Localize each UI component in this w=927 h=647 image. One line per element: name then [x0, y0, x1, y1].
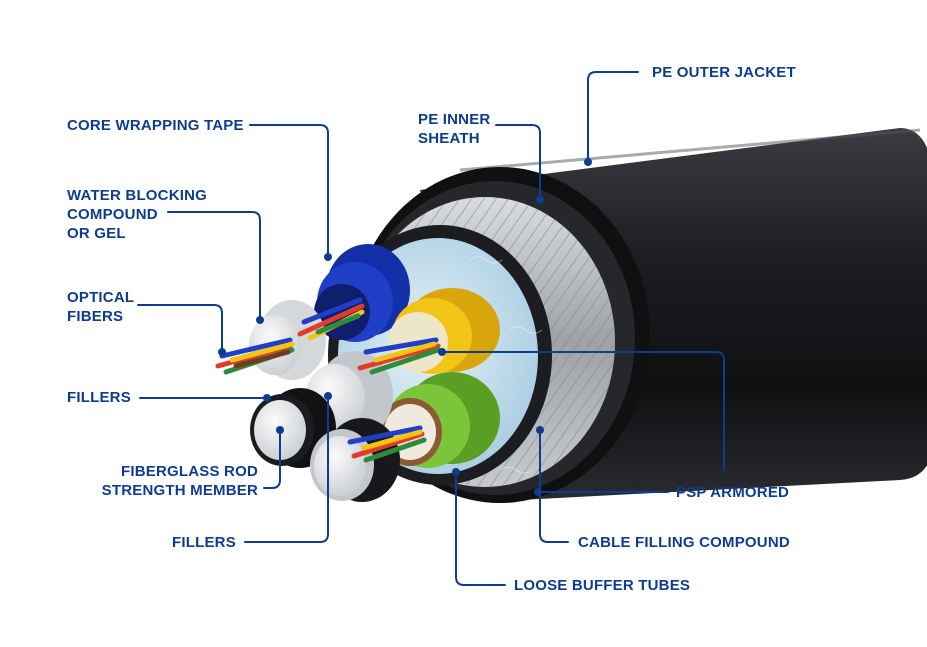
- label-core-wrapping-tape: CORE WRAPPING TAPE: [67, 117, 244, 134]
- label-fillers-top: FILLERS: [67, 389, 131, 406]
- label-water-blocking: WATER BLOCKING COMPOUND OR GEL: [67, 187, 208, 242]
- label-fillers-bottom: FILLERS: [172, 534, 236, 551]
- label-pe-outer-jacket: PE OUTER JACKET: [652, 64, 796, 81]
- label-cable-filling-compound: CABLE FILLING COMPOUND: [578, 534, 790, 551]
- leader-lines: [137, 71, 725, 586]
- fibers-left: [215, 337, 295, 375]
- label-pe-inner-sheath: PE INNER SHEATH: [418, 111, 491, 147]
- fibers-green-tube: [347, 425, 427, 463]
- label-fiberglass-rod: FIBERGLASS ROD STRENGTH MEMBER: [101, 463, 258, 499]
- label-psp-armored: PSP ARMORED: [676, 484, 790, 501]
- fibers-blue-tube: [297, 297, 365, 341]
- label-loose-buffer-tubes: LOOSE BUFFER TUBES: [514, 577, 691, 594]
- fibers-yellow-tube: [357, 337, 441, 375]
- label-optical-fibers: OPTICAL FIBERS: [67, 289, 135, 325]
